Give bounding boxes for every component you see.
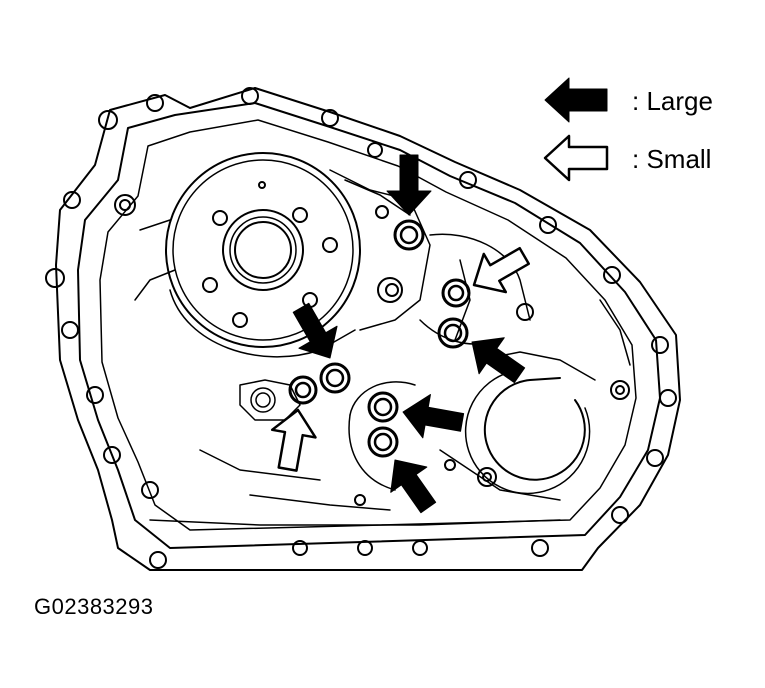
flange-bolt-holes <box>45 87 677 569</box>
internal-ribs <box>134 169 631 526</box>
large-arrow-icon <box>386 154 432 216</box>
differential-bore <box>464 351 596 495</box>
o-ring <box>367 391 399 423</box>
small-arrows <box>270 246 530 472</box>
legend-large-arrow-icon <box>544 77 608 123</box>
o-ring <box>319 362 351 394</box>
case-inner-outline <box>77 102 661 549</box>
large-arrow-icon <box>402 394 465 439</box>
legend-small-arrow-icon <box>543 134 609 182</box>
legend-large-label: : Large <box>632 86 713 116</box>
o-rings <box>288 219 471 458</box>
o-ring <box>437 317 469 349</box>
case-rib-inner <box>99 119 637 531</box>
o-ring <box>367 426 399 458</box>
o-ring <box>288 375 318 405</box>
o-ring <box>393 219 425 251</box>
large-arrow-icon <box>390 459 437 514</box>
main-bearing-bore <box>165 152 361 358</box>
case-outer-outline <box>55 87 681 571</box>
large-arrow-icon <box>292 302 338 359</box>
small-arrow-icon <box>472 246 530 294</box>
large-arrows <box>292 154 526 514</box>
small-arrow-icon <box>270 408 317 472</box>
figure-id: G02383293 <box>34 594 154 619</box>
large-arrow-icon <box>471 337 526 384</box>
o-ring <box>441 278 471 308</box>
legend-small-label: : Small <box>632 144 712 174</box>
